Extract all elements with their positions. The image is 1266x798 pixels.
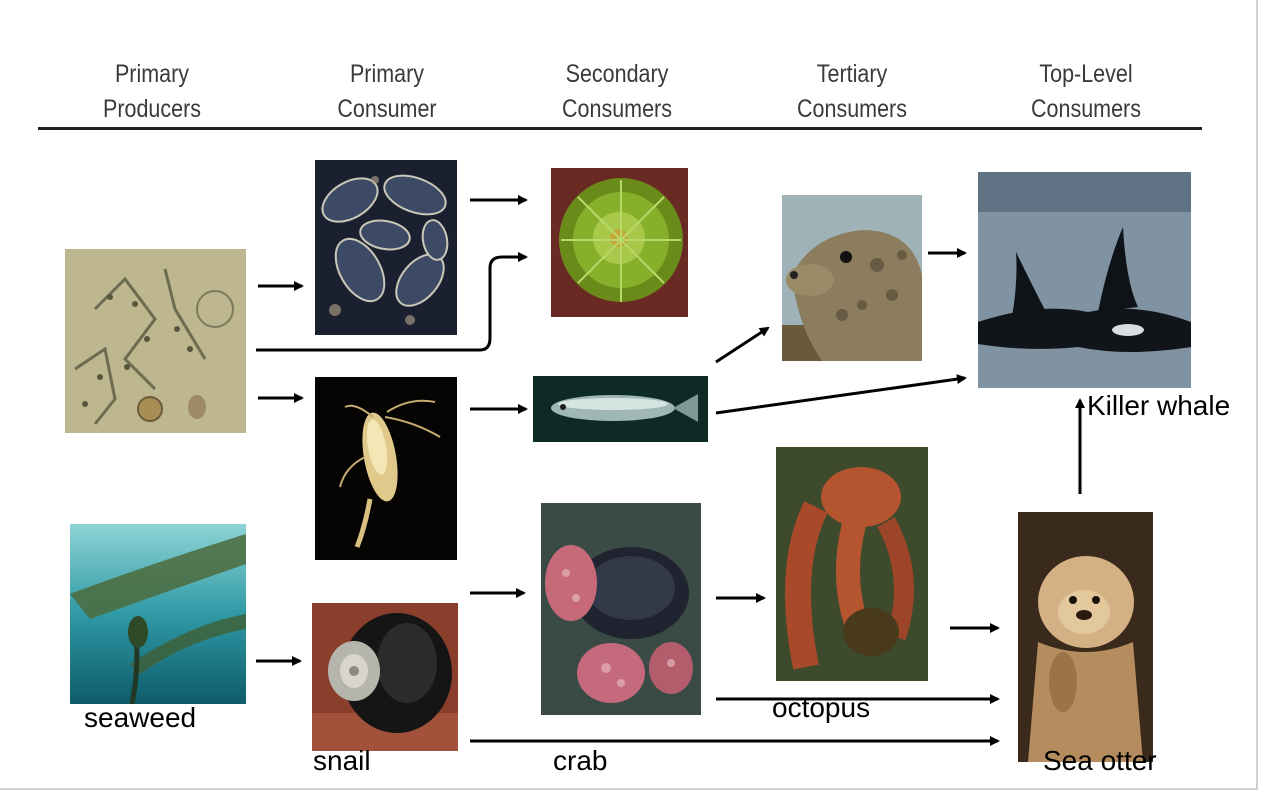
header-line: Primary	[349, 60, 425, 88]
killer-whale-image	[978, 172, 1191, 388]
mussels-image	[315, 160, 457, 335]
crab-image	[541, 503, 701, 715]
header-line: Tertiary	[816, 60, 888, 88]
header-line: Consumers	[562, 95, 672, 123]
arrow-fish-killer-whale	[715, 374, 967, 415]
header-line: Producers	[102, 95, 201, 123]
label-crab: crab	[553, 745, 608, 776]
zooplankton-image	[315, 377, 457, 560]
header-secondary-consumers: Secondary Consumers	[540, 57, 695, 127]
anemone-image	[551, 168, 688, 317]
header-line: Top-Level	[1039, 60, 1133, 88]
octopus-image	[776, 447, 928, 681]
label-sea-otter: Sea otter	[1043, 745, 1157, 776]
seaweed-image	[70, 524, 246, 704]
header-primary-producers: Primary Producers	[75, 57, 230, 127]
seal-image	[782, 195, 922, 361]
header-divider	[38, 127, 1202, 130]
sea-otter-image	[1018, 512, 1153, 762]
label-octopus: octopus	[772, 692, 871, 723]
header-line: Secondary	[565, 60, 669, 88]
header-top-level-consumers: Top-Level Consumers	[1009, 57, 1164, 127]
header-primary-consumer: Primary Consumer	[310, 57, 465, 127]
fish-image	[533, 376, 708, 442]
arrow-phytoplankton-anemone	[256, 252, 528, 352]
label-seaweed: seaweed	[84, 702, 197, 733]
label-snail: snail	[313, 745, 371, 776]
label-killer-whale: Killer whale	[1087, 390, 1231, 421]
header-line: Consumer	[337, 95, 437, 123]
header-line: Consumers	[1031, 95, 1141, 123]
header-line: Consumers	[797, 95, 907, 123]
snail-image	[312, 603, 458, 751]
arrow-fish-seal	[715, 326, 770, 364]
header-line: Primary	[114, 60, 190, 88]
phytoplankton-image	[65, 249, 246, 433]
header-tertiary-consumers: Tertiary Consumers	[775, 57, 930, 127]
